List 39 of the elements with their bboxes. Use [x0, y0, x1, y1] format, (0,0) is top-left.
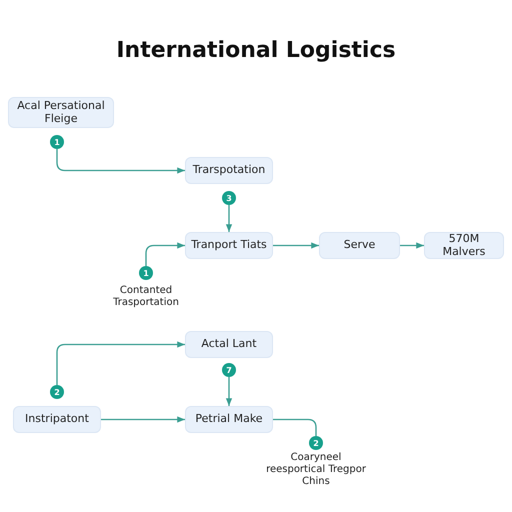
step-number: 1: [54, 138, 60, 146]
process-box: [8, 97, 114, 128]
step-number: 3: [226, 194, 232, 202]
step-circle: [309, 436, 323, 450]
process-box: [185, 406, 273, 433]
box-label: Actal Lant: [201, 338, 257, 351]
step-circle: [50, 135, 64, 149]
arrow: [273, 242, 319, 249]
process-box: [185, 232, 273, 259]
step-circle: [222, 191, 236, 205]
arrow: [101, 416, 185, 423]
step-circle: [50, 385, 64, 399]
arrow: [400, 242, 424, 249]
box-label: Serve: [344, 239, 376, 252]
step-number: 7: [226, 366, 232, 374]
box-label: Tranport Tiats: [191, 239, 267, 252]
step-caption: Contanted Trasportation: [112, 285, 180, 309]
arrow: [145, 242, 185, 266]
diagram-title: International Logistics: [115, 38, 397, 63]
box-label: Trarspotation: [192, 164, 266, 177]
arrow: [226, 205, 232, 232]
box-label: Petrial Make: [195, 413, 263, 426]
process-box: [185, 331, 273, 358]
step-caption: Coaryneel reesportical Tregpor Chins: [266, 452, 366, 488]
step-number: 1: [143, 268, 149, 278]
arrow: [56, 149, 185, 174]
step-number: 2: [54, 388, 60, 396]
step-number: 2: [313, 438, 319, 448]
arrow: [56, 341, 185, 385]
step-circle: [222, 363, 236, 377]
process-box: [424, 232, 504, 259]
process-box: [185, 157, 273, 184]
process-box: [319, 232, 400, 259]
box-label: Instripatont: [25, 413, 89, 426]
step-circle: [139, 266, 153, 280]
box-label: Acal Persational Fleige: [16, 100, 106, 126]
box-label: 570M Malvers: [442, 232, 486, 258]
arrow: [226, 377, 232, 406]
process-box: [13, 406, 101, 433]
